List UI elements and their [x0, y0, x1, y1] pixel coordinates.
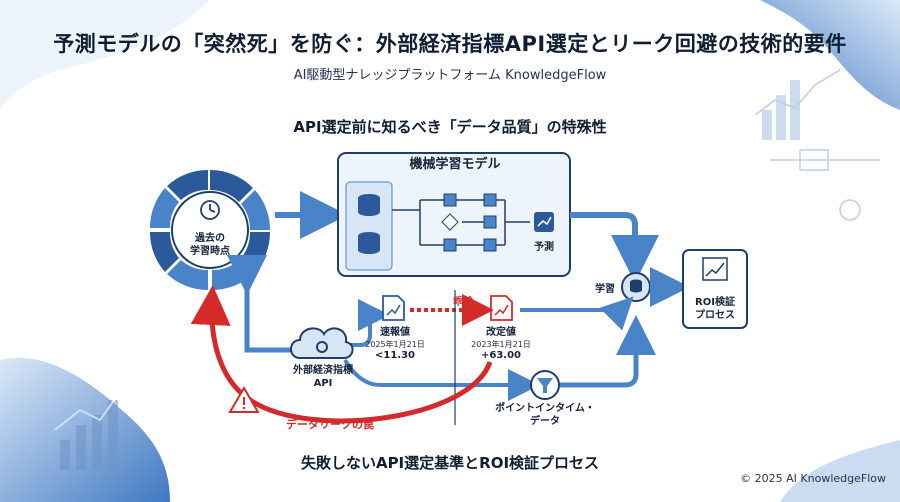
- arrow-api-to-pit: [343, 358, 540, 401]
- roi-label: ROI検証 プロセス: [695, 297, 735, 321]
- preliminary-date: 2025年1月21日: [365, 340, 425, 349]
- revised-date: 2023年1月21日: [471, 340, 531, 349]
- leak-arrow: [190, 285, 493, 424]
- bottom-heading: 失敗しないAPI選定基準とROI検証プロセス: [300, 454, 600, 472]
- past-point-ring: [149, 169, 271, 291]
- roi-chart-icon: [702, 257, 728, 281]
- section-heading: API選定前に知るべき「データ品質」の特殊性: [293, 118, 607, 136]
- page-title: 予測モデルの「突然死」を防ぐ：外部経済指標API選定とリーク回避の技術的要件: [53, 32, 847, 56]
- pit-label: ポイントインタイム・ データ: [495, 403, 595, 427]
- preliminary-label: 速報値: [380, 327, 410, 338]
- flow-graph: [392, 199, 530, 246]
- divergence-label: 乖離: [453, 297, 473, 308]
- arrow-pit-to-training: [560, 315, 656, 388]
- leak-trap-label: データリークの罠: [286, 418, 374, 431]
- decor-blob-bottom-right: [780, 440, 900, 502]
- funnel-icon: [530, 370, 560, 400]
- cloud-icon: [290, 327, 354, 359]
- arrow-ring-to-api: [227, 255, 296, 353]
- warning-icon: [228, 386, 260, 413]
- ml-model-label: 機械学習モデル: [409, 157, 501, 172]
- database-icon-2: [358, 232, 380, 254]
- api-label: 外部経済指標 API: [293, 365, 353, 389]
- clock-icon: [200, 200, 220, 220]
- decor-chart-left: [54, 384, 126, 470]
- database-icon: [358, 194, 380, 216]
- revised-value: +63.00: [480, 350, 521, 361]
- prediction-label: 予測: [534, 242, 554, 253]
- revised-doc-icon: [490, 295, 513, 321]
- preliminary-doc-icon: [382, 295, 405, 321]
- training-label: 学習: [595, 284, 615, 295]
- preliminary-value: <11.30: [374, 350, 415, 361]
- flow-nodes: [441, 193, 497, 252]
- decor-chart-right: [754, 69, 880, 221]
- arrow-revised-to-training: [520, 296, 634, 331]
- training-db-icon: [630, 279, 642, 293]
- decor-blob-top-right: [760, 0, 900, 110]
- database-panel: [345, 181, 393, 271]
- page-subtitle: AI駆動型ナレッジプラットフォーム KnowledgeFlow: [293, 68, 607, 83]
- roi-box: [682, 249, 748, 329]
- copyright: © 2025 AI KnowledgeFlow: [740, 472, 886, 485]
- revised-label: 改定値: [486, 327, 516, 338]
- decor-blob-top-left: [0, 0, 210, 110]
- past-point-label: 過去の 学習時点: [190, 233, 230, 257]
- prediction-icon: [534, 212, 554, 232]
- arrow-model-to-training: [570, 212, 659, 283]
- arrow-api-to-prelim: [345, 299, 390, 347]
